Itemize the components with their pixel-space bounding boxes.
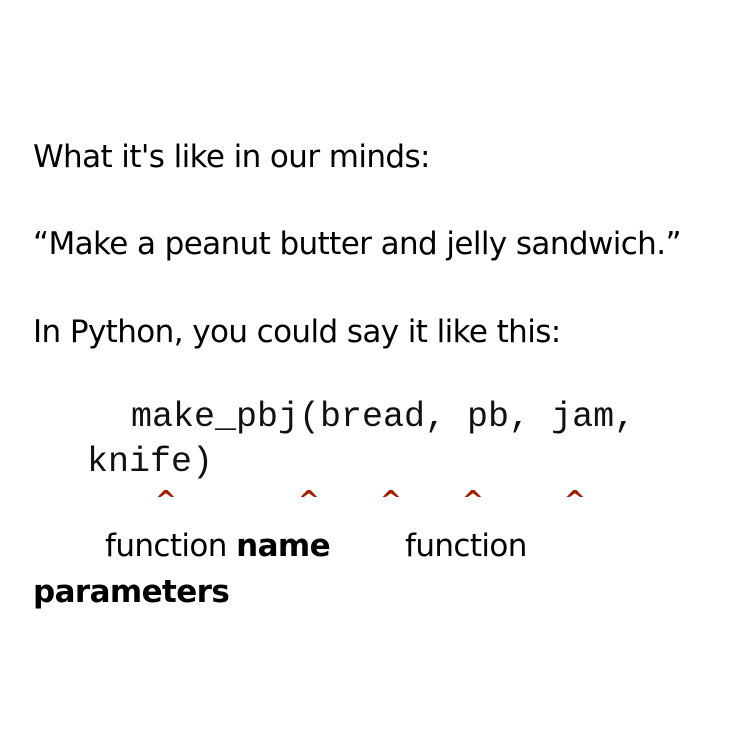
code-line-1: make_pbj(bread, pb, jam, [131, 397, 636, 437]
caret-param-knife: ^ [564, 486, 586, 516]
caret-param-jam: ^ [462, 486, 484, 516]
caret-function-name: ^ [155, 486, 177, 516]
name-word: name [236, 528, 331, 564]
function-word: function [105, 528, 227, 564]
function-name-label: function name [105, 528, 331, 564]
function-parameters-label: function [405, 528, 527, 564]
caret-param-pb: ^ [380, 486, 402, 516]
quote-line: “Make a peanut butter and jelly sandwich… [33, 226, 682, 262]
parameters-word: parameters [33, 574, 230, 610]
code-line-2: knife) [87, 442, 214, 482]
caret-param-bread: ^ [298, 486, 320, 516]
intro-line: What it's like in our minds: [33, 139, 430, 175]
python-intro-line: In Python, you could say it like this: [33, 314, 561, 350]
